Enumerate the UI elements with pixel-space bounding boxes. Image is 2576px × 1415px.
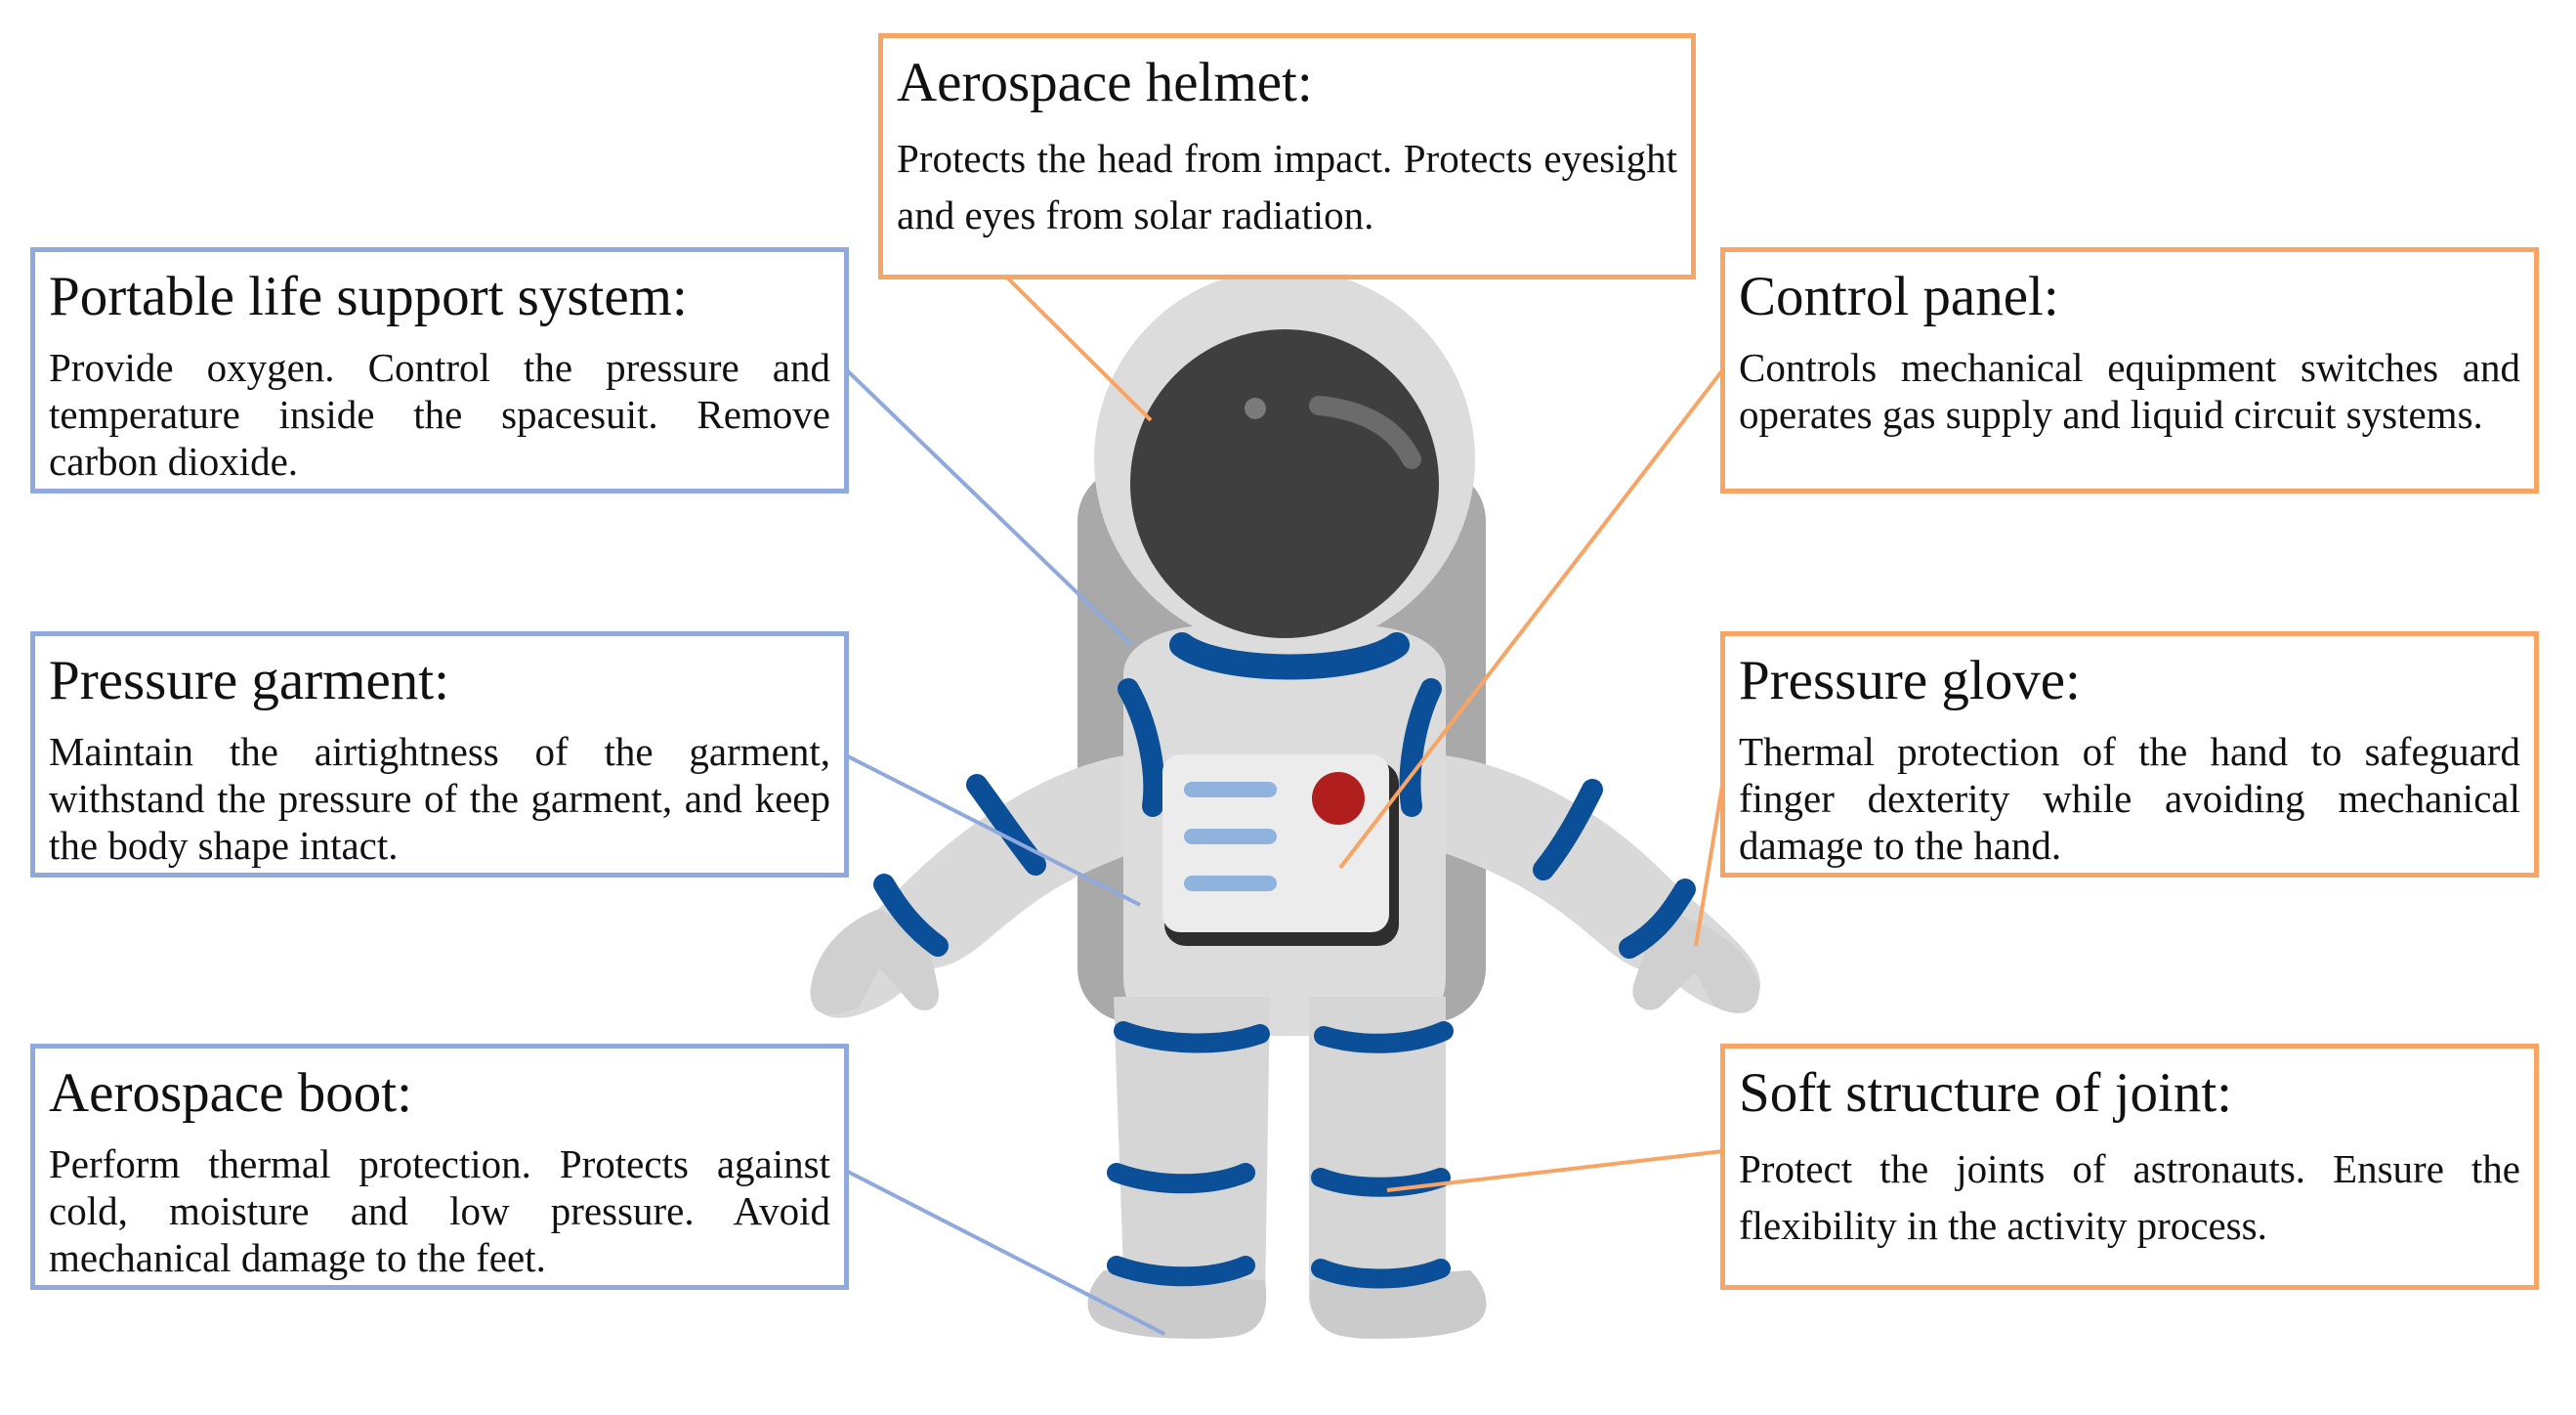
helmet-callout-title: Aerospace helmet: [897, 52, 1313, 113]
leader-helmet [1004, 275, 1153, 422]
visor-glint [1245, 398, 1266, 419]
boot-callout-title: Aerospace boot: [49, 1062, 412, 1124]
left-ankle-stripe [1107, 1256, 1255, 1287]
right-boot [1310, 1270, 1487, 1339]
leader-boot [845, 1169, 1165, 1336]
collar-ring [1169, 632, 1410, 680]
leader-joint [1386, 1149, 1724, 1192]
right-glove [1632, 914, 1759, 1013]
pressure-glove-callout-title: Pressure glove: [1739, 650, 2081, 711]
right-leg [1309, 997, 1481, 1339]
joint-callout: Soft structure of joint: Protect the joi… [1720, 1044, 2539, 1290]
left-shoulder-stripe [1118, 678, 1165, 817]
panel-bar-1 [1184, 782, 1277, 797]
joint-callout-body: Protect the joints of astronauts. Ensure… [1739, 1146, 2520, 1248]
leader-pressure-glove [1694, 779, 1725, 947]
life-support-callout-body: Provide oxygen. Control the pressure and… [49, 345, 830, 484]
pressure-garment-callout: Pressure garment: Maintain the airtightn… [30, 631, 849, 878]
right-knee-stripe [1311, 1168, 1451, 1197]
pressure-glove-callout-body: Thermal protection of the hand to safegu… [1739, 729, 2520, 868]
astronaut-illustration [810, 269, 1761, 1339]
right-ankle-stripe [1311, 1259, 1451, 1289]
life-support-callout-title: Portable life support system: [49, 266, 688, 327]
panel-red-button [1312, 772, 1365, 825]
life-support-callout: Portable life support system: Provide ox… [30, 247, 849, 493]
pressure-glove-callout: Pressure glove: Thermal protection of th… [1720, 631, 2539, 878]
pressure-garment-callout-title: Pressure garment: [49, 650, 449, 711]
left-hip-stripe [1114, 1021, 1270, 1053]
boot-callout-body: Perform thermal protection. Protects aga… [49, 1141, 830, 1280]
right-upper-arm-stripe [1533, 779, 1603, 880]
joint-callout-title: Soft structure of joint: [1739, 1062, 2233, 1124]
leader-life-support [844, 367, 1133, 647]
boot-callout: Aerospace boot: Perform thermal protecti… [30, 1044, 849, 1290]
leader-control-panel [1338, 367, 1725, 870]
right-shoulder-stripe [1399, 678, 1442, 817]
visor-reflection [1309, 396, 1421, 469]
helmet-callout: Aerospace helmet: Protects the head from… [878, 33, 1696, 279]
left-wrist-stripe [873, 874, 949, 957]
leader-lines [844, 275, 1725, 1336]
control-panel-callout-body: Controls mechanical equipment switches a… [1739, 345, 2520, 437]
control-panel-callout: Control panel: Controls mechanical equip… [1720, 247, 2539, 493]
helmet-callout-body: Protects the head from impact. Protects … [897, 136, 1677, 237]
control-panel-callout-title: Control panel: [1739, 266, 2059, 327]
panel-bar-2 [1184, 829, 1277, 844]
left-leg [1088, 997, 1270, 1339]
left-boot [1087, 1270, 1267, 1339]
left-upper-arm-stripe [966, 774, 1046, 876]
pressure-garment-callout-body: Maintain the airtightness of the garment… [49, 729, 830, 868]
leader-pressure-garment [845, 753, 1141, 907]
left-knee-stripe [1107, 1163, 1255, 1194]
helmet-visor [1130, 329, 1439, 638]
panel-bar-3 [1184, 876, 1277, 891]
right-hip-stripe [1314, 1021, 1454, 1053]
right-wrist-stripe [1619, 879, 1696, 959]
left-glove [810, 909, 939, 1015]
